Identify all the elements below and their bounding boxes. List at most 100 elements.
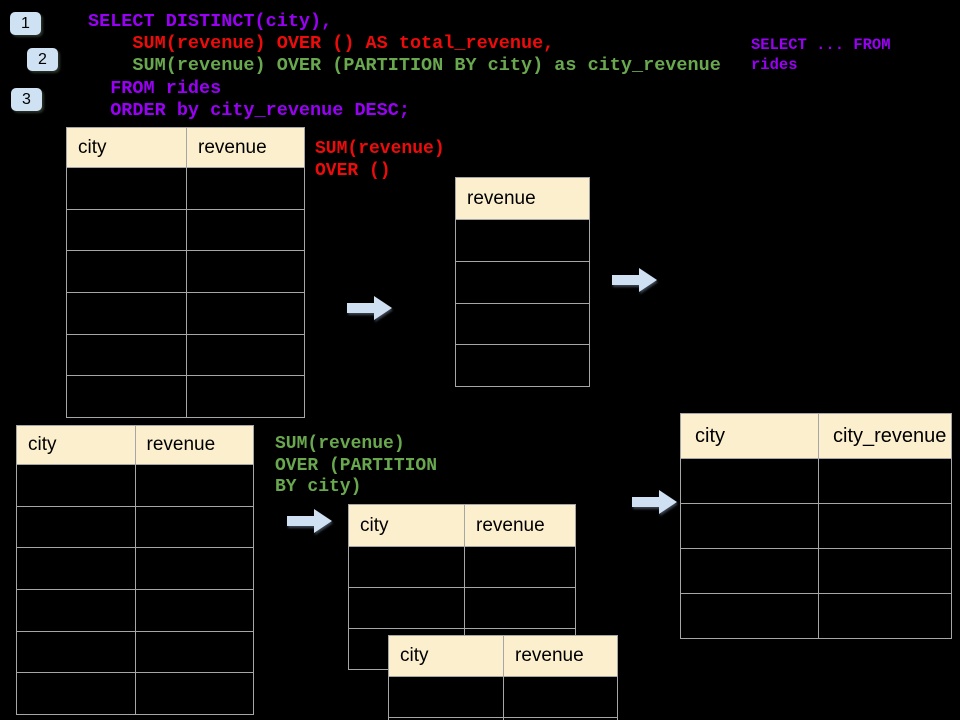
table-row [67,250,304,293]
table-cell [17,507,135,548]
table-cell [134,465,254,506]
column-header-revenue: revenue [134,426,254,464]
table-row [17,589,253,631]
column-header-revenue: revenue [186,128,304,167]
table-cell [456,304,589,345]
table-cell [67,376,186,417]
right-arrow-icon [632,490,677,514]
table-cell [186,251,304,293]
text-line: SUM(revenue) [275,434,405,454]
table-cell [17,465,135,506]
column-header-city: city [360,514,389,536]
text-line: OVER (PARTITION [275,455,438,476]
right-arrow-icon [287,509,332,533]
table-cell [134,590,254,631]
table-cell [186,209,304,251]
table-row [17,464,253,506]
text-line: BY city) [275,477,362,497]
table-cell [134,548,254,590]
table-cell [503,677,617,717]
step-badge-3: 3 [11,88,42,111]
column-header-revenue: revenue [467,187,536,209]
table-cell [681,594,818,638]
text-line: SELECT ... FROM [751,36,891,54]
table-cell [186,376,304,418]
table-total-revenue-window: revenue [455,177,590,388]
table-cell [456,262,589,303]
sql-side-note: SELECT ... FROM rides [751,35,891,75]
table-cell [818,549,951,593]
table-cell [134,673,254,715]
text-line: OVER () [315,161,391,181]
table-row [456,260,589,303]
table-cell [456,220,589,261]
table-rides-source-top: city revenue [66,127,305,419]
table-row [67,167,304,209]
table-cell [186,334,304,376]
column-header-revenue: revenue [464,505,575,546]
step-badge-1-label: 1 [21,14,30,32]
table-cell [456,345,589,386]
table-cell [17,548,135,589]
table-cell [134,631,254,673]
table-cell [67,251,186,292]
table-row [349,587,575,628]
text-line: rides [751,56,798,74]
text-line: FROM rides [88,77,222,99]
text-line: ORDER by city_revenue DESC; [88,99,410,121]
table-cell [464,547,575,587]
table-partition-city-back: city revenue [348,504,576,670]
table-partition-city-front: city revenue [388,635,618,720]
table-cell [67,293,186,334]
table-row [681,548,951,593]
column-header-revenue: revenue [503,636,617,676]
table-row [67,292,304,334]
table-row [17,547,254,590]
table-row [349,546,575,587]
table-cell [681,459,818,503]
table-row [67,333,304,376]
table-row [456,344,589,386]
table-row [67,208,304,251]
column-header-city: city [695,424,725,447]
table-cell [186,168,304,209]
column-header-city: city [28,434,57,455]
table-row [681,458,951,503]
table-row [17,672,254,715]
column-header-city: city [78,136,107,158]
right-arrow-icon [347,296,392,320]
table-header-row: city revenue [17,426,253,464]
table-cell [17,673,135,714]
column-header-city: city [400,645,429,666]
table-cell [681,504,818,548]
table-row [17,630,254,673]
table-row [456,302,589,345]
table-header-row: revenue [456,178,589,219]
table-header-row: city revenue [67,128,304,167]
total-revenue-annotation: SUM(revenue)OVER () [315,138,445,182]
table-cell [389,677,503,717]
table-row [389,717,617,720]
step-badge-2: 2 [27,48,58,71]
table-header-row: city revenue [389,636,617,676]
table-row [456,219,589,261]
table-row [67,375,304,418]
step-badge-3-label: 3 [22,90,31,108]
table-row [17,505,254,548]
right-arrow-icon [612,268,657,292]
table-cell [134,506,254,548]
step-badge-1: 1 [10,12,41,35]
text-line: SUM(revenue) [315,139,445,159]
table-row [681,593,951,638]
table-cell [186,293,304,334]
table-cell [17,590,135,631]
text-line: SUM(revenue) OVER () AS total_revenue, [88,33,555,55]
table-cell [818,459,951,503]
table-cell [349,588,464,628]
table-cell [67,168,186,209]
table-cell [349,547,464,587]
